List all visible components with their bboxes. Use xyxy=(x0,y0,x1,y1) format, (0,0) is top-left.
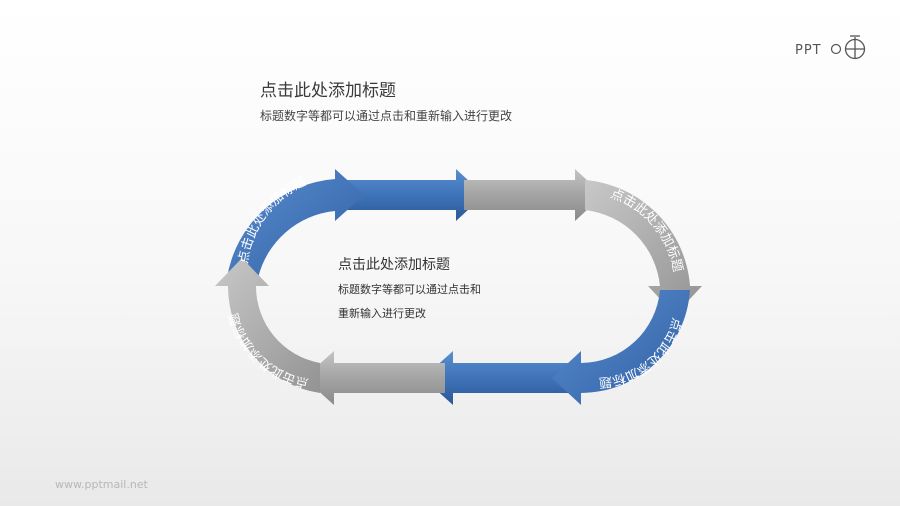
arc-bottom-right-blue xyxy=(552,290,690,405)
footer-url: www.pptmail.net xyxy=(55,478,148,491)
arc-bottom-left-gray xyxy=(215,258,320,393)
arrow-top-blue xyxy=(330,169,484,221)
center-description[interactable]: 标题数字等都可以通过点击和 重新输入进行更改 xyxy=(338,278,518,326)
ppt-cross-circle-icon: PPT xyxy=(795,35,866,60)
page-title[interactable]: 点击此处添加标题 xyxy=(260,81,396,101)
center-description-line-1: 标题数字等都可以通过点击和 xyxy=(338,283,481,296)
center-title[interactable]: 点击此处添加标题 xyxy=(338,257,450,273)
arrow-top-gray xyxy=(464,169,603,221)
center-description-line-2: 重新输入进行更改 xyxy=(338,307,426,320)
arc-top-left-blue xyxy=(227,169,364,278)
arc-top-right-gray xyxy=(585,180,702,315)
arrow-bottom-blue xyxy=(423,351,581,405)
arrow-bottom-gray xyxy=(304,351,445,405)
page-subtitle[interactable]: 标题数字等都可以通过点击和重新输入进行更改 xyxy=(260,109,513,123)
logo-text: PPT xyxy=(795,43,822,58)
ppt-logo: PPT xyxy=(795,33,871,67)
